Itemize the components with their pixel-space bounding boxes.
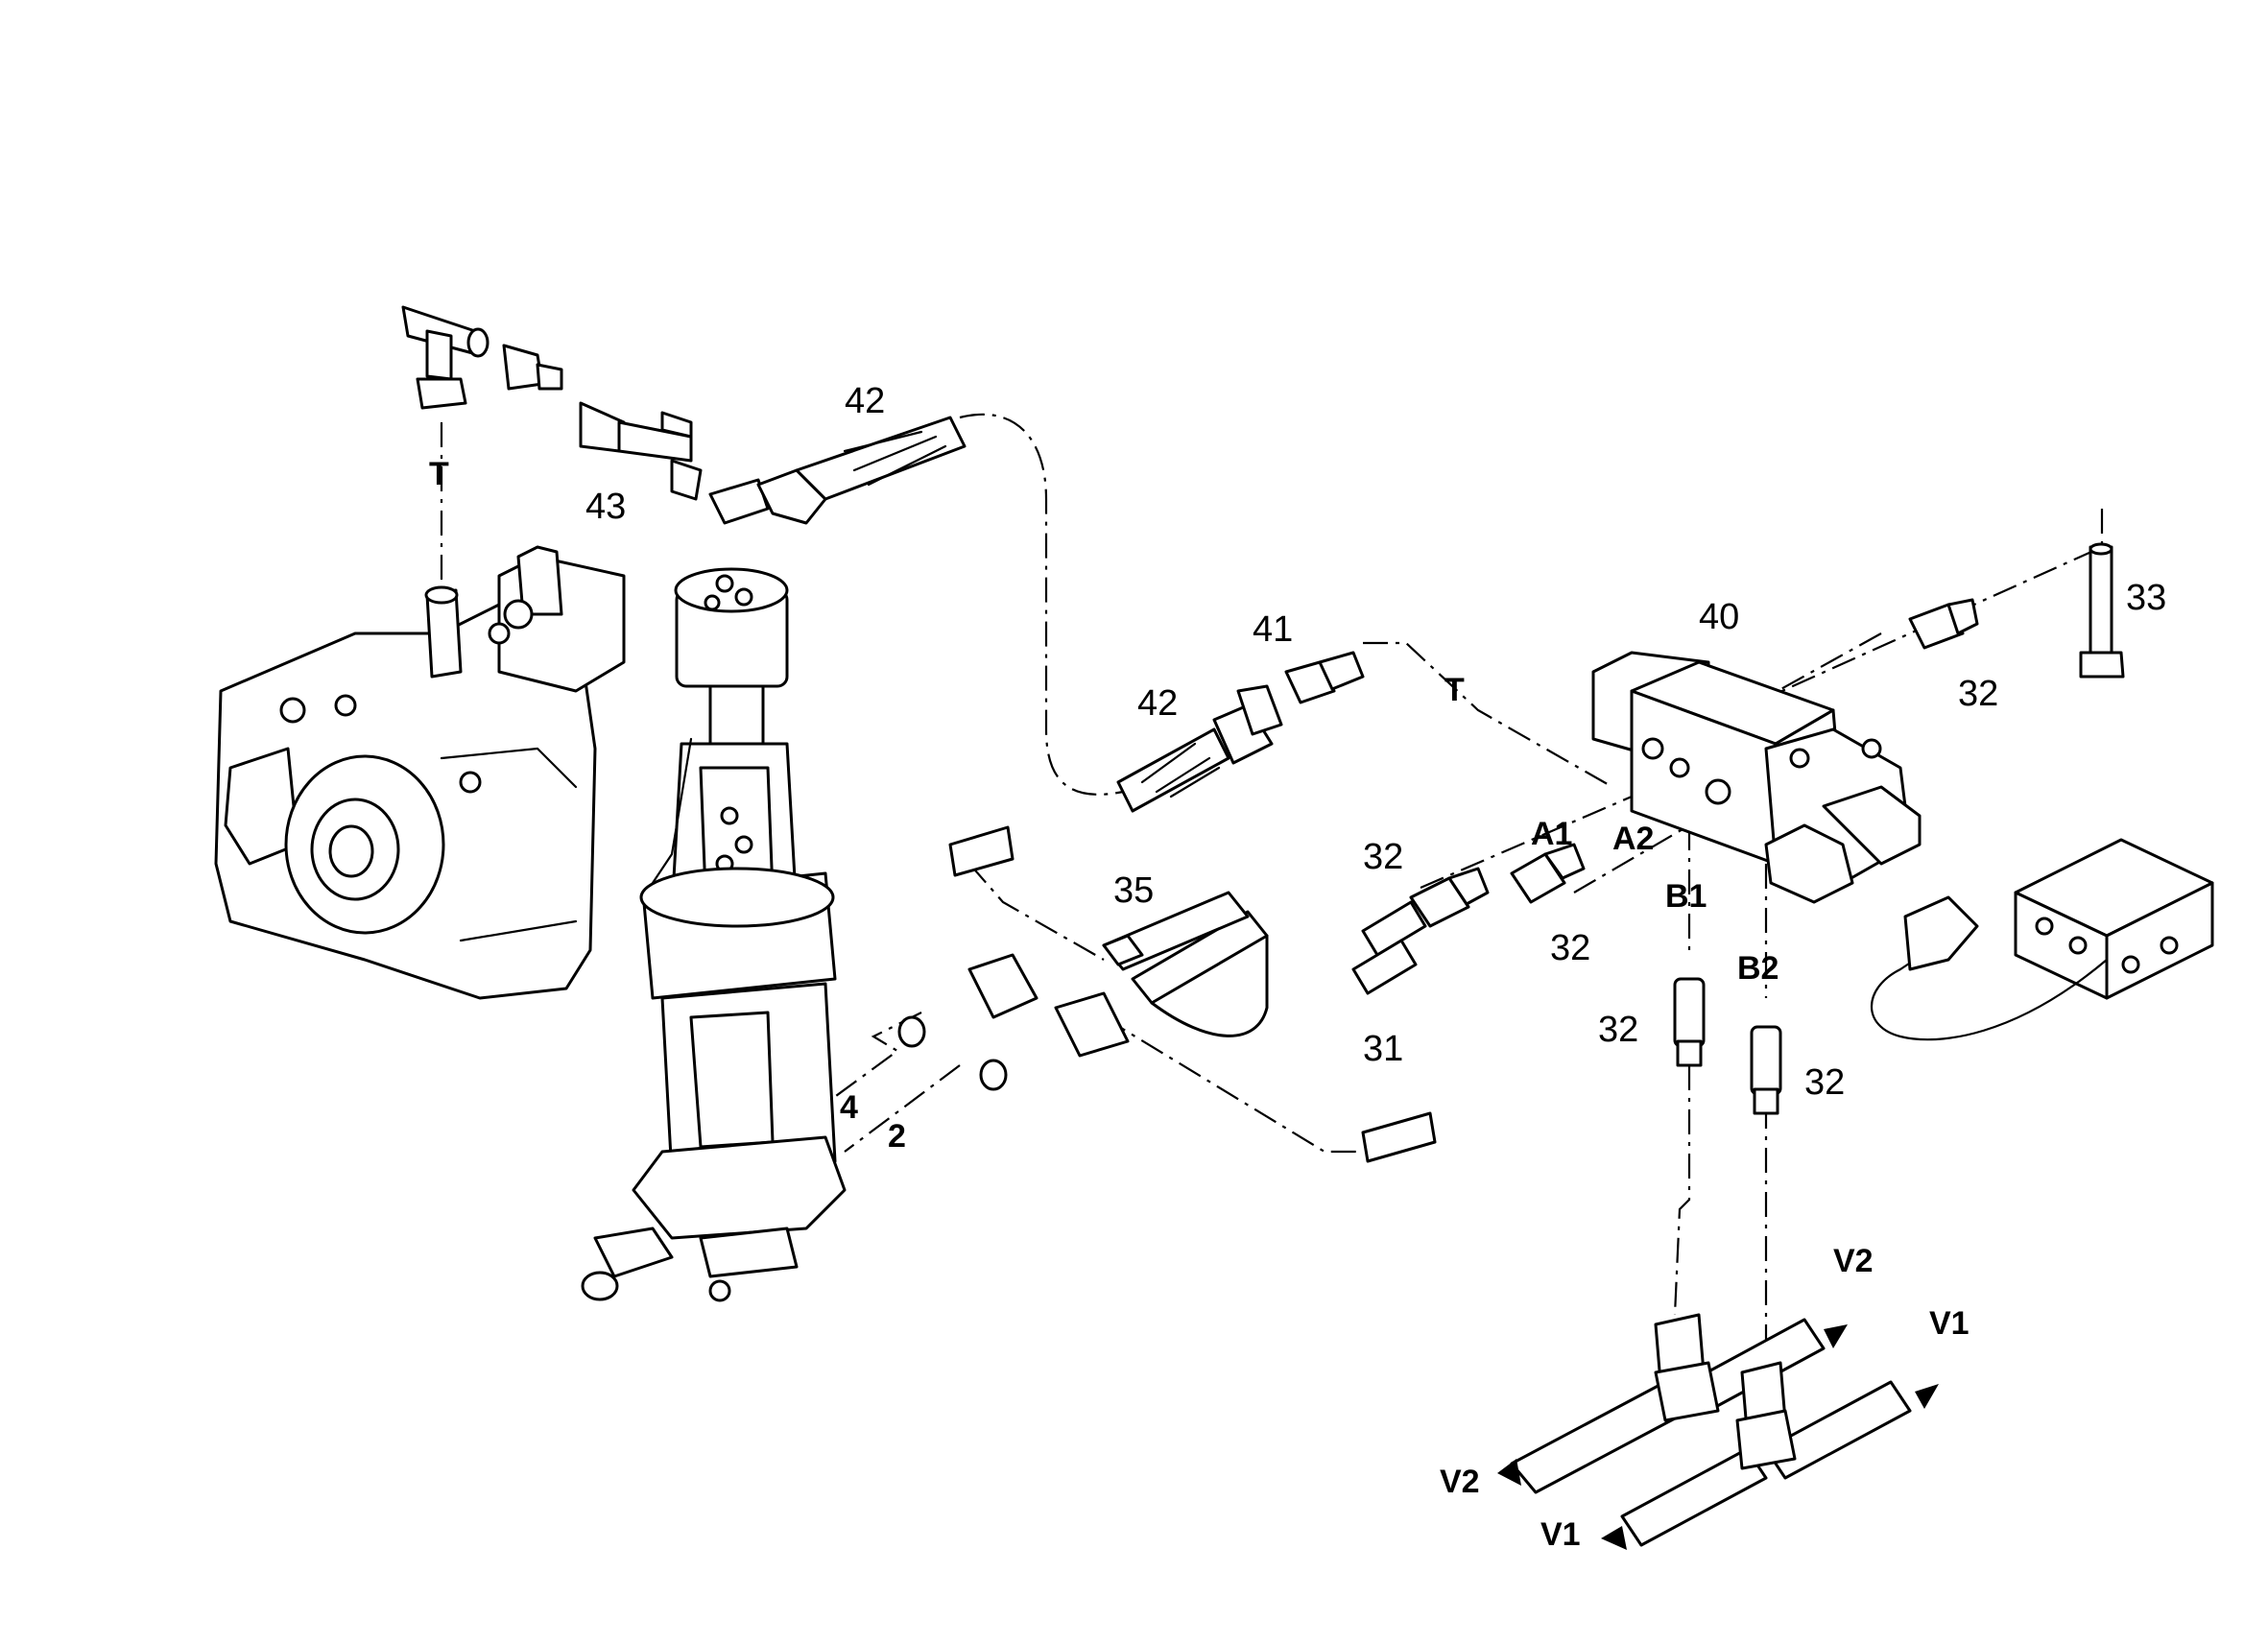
pipe-35 (1102, 891, 1250, 971)
part-labels: 42 43 42 41 40 33 32 32 32 32 32 35 31 (585, 381, 2166, 1103)
label-32-top-right: 32 (1958, 674, 1998, 714)
tee-pipes (1497, 1313, 1939, 1550)
port-label-a1: A1 (1531, 816, 1572, 852)
label-32-b1: 32 (1598, 1010, 1638, 1050)
port-label-b2: B2 (1737, 950, 1779, 987)
label-41: 41 (1253, 609, 1293, 650)
leader-lines (440, 413, 2104, 1363)
label-31: 31 (1363, 1029, 1403, 1069)
port-label-v2-right: V2 (1833, 1243, 1874, 1279)
junction-box (1870, 838, 2214, 1041)
label-42-lower: 42 (1137, 683, 1178, 724)
port-label-v2-left: V2 (1440, 1464, 1480, 1500)
bolt-33 (2079, 542, 2125, 679)
label-32-mid-right: 32 (1550, 928, 1590, 968)
label-35: 35 (1113, 870, 1154, 911)
flanges (897, 825, 1437, 1163)
cylinder-unit (581, 567, 847, 1302)
pump-unit (214, 545, 626, 1000)
label-42-upper: 42 (845, 381, 885, 421)
valve-block-40 (1591, 651, 1922, 904)
label-40: 40 (1699, 597, 1739, 637)
line-label-4: 4 (840, 1089, 858, 1126)
label-32-mid-left: 32 (1363, 837, 1403, 877)
hose-42-upper (708, 416, 967, 525)
label-33: 33 (2126, 578, 2166, 618)
pipe-31 (1131, 900, 1427, 1037)
port-labels: T T A1 A2 B1 B2 V2 V1 V2 V1 4 2 (429, 456, 1970, 1553)
fittings-32 (1409, 598, 1979, 1115)
port-label-v1-left: V1 (1540, 1516, 1581, 1553)
line-label-2: 2 (888, 1118, 906, 1155)
fitting-41 (1284, 651, 1365, 704)
port-label-a2: A2 (1612, 821, 1654, 857)
label-32-b2: 32 (1804, 1062, 1845, 1103)
port-label-b1: B1 (1665, 878, 1707, 915)
hose-42-lower (1116, 684, 1283, 813)
tee-fitting-group-43 (401, 305, 703, 501)
port-label-t-left: T (429, 456, 449, 492)
port-label-v1-right: V1 (1929, 1305, 1970, 1342)
port-label-t-right: T (1444, 672, 1465, 708)
label-43: 43 (585, 487, 626, 527)
